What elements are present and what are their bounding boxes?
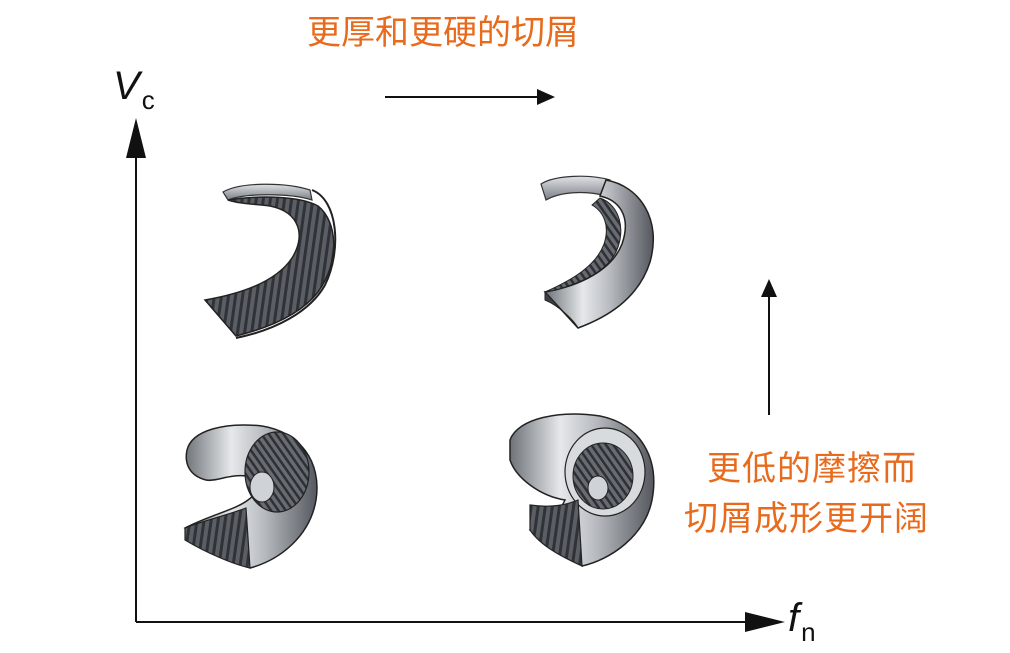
chip-top-left (203, 183, 337, 339)
x-axis-symbol: f (788, 596, 800, 640)
x-axis (136, 612, 785, 632)
y-axis-arrowhead (126, 118, 146, 158)
top-arrow (385, 89, 555, 105)
y-axis-symbol: V (113, 64, 140, 108)
y-axis-label: Vc (113, 64, 155, 113)
top-caption: 更厚和更硬的切屑 (307, 13, 579, 53)
right-caption-line-1: 更低的摩擦而 (707, 449, 917, 489)
chip-bottom-right (509, 413, 655, 567)
x-axis-arrowhead (745, 612, 785, 632)
x-axis-subscript: n (801, 617, 816, 647)
x-axis-label: fn (788, 596, 816, 645)
chip-bottom-left (183, 424, 318, 569)
y-axis (126, 118, 146, 622)
y-axis-subscript: c (141, 85, 155, 115)
chip-top-right (540, 175, 655, 329)
right-arrow (761, 279, 777, 415)
right-caption-line-2: 切屑成形更开阔 (684, 499, 929, 539)
